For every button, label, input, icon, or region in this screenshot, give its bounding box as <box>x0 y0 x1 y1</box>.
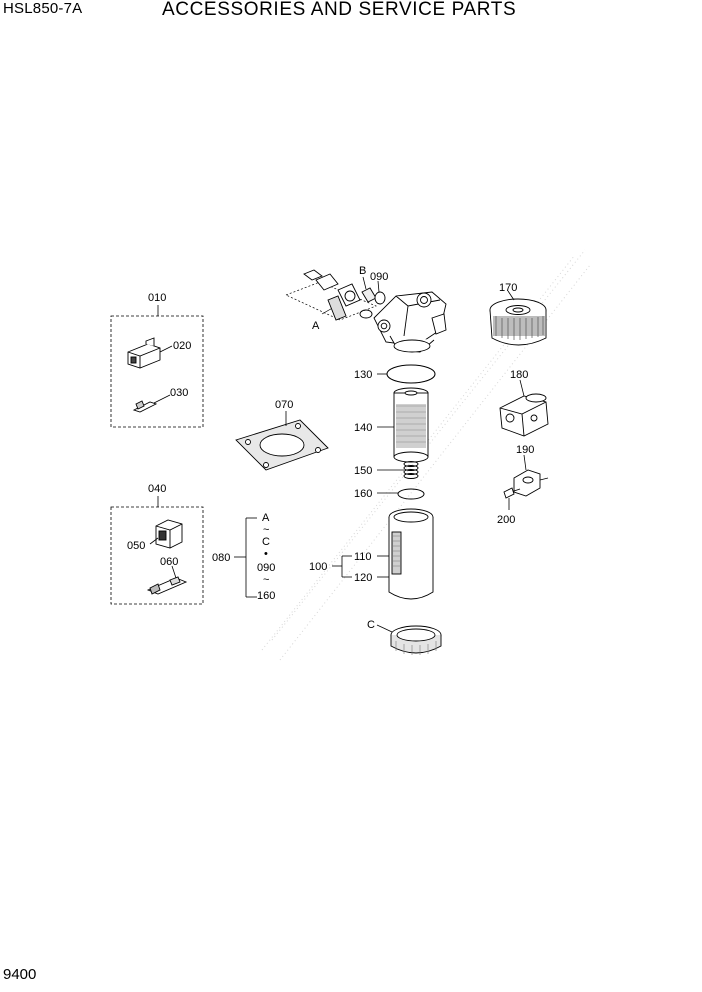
filter-head <box>373 291 447 353</box>
callout-180: 180 <box>510 369 528 381</box>
callout-090: 090 <box>370 271 388 283</box>
model-code: HSL850-7A <box>3 0 83 17</box>
callout-080: 080 <box>212 552 230 564</box>
kit-range-160: 160 <box>257 590 275 602</box>
callout-ref-c: C <box>367 619 375 631</box>
kit-range-090: 090 <box>257 562 275 574</box>
kit-range-tilde-1: ~ <box>263 524 269 536</box>
callout-150: 150 <box>354 465 372 477</box>
gasket-070 <box>235 419 329 471</box>
water-sensor-assembly <box>285 269 386 321</box>
o-ring-130 <box>386 364 436 384</box>
adapter-180 <box>499 393 549 437</box>
callout-030: 030 <box>170 387 188 399</box>
callout-190: 190 <box>516 444 534 456</box>
callout-120: 120 <box>354 572 372 584</box>
callout-070: 070 <box>275 399 293 411</box>
page-title: ACCESSORIES AND SERVICE PARTS <box>162 0 517 20</box>
bracket-190 <box>513 469 549 497</box>
connector-kit-010 <box>110 305 204 428</box>
connector-housing-050 <box>155 519 183 549</box>
page-number: 9400 <box>3 966 37 983</box>
filter-bowl-100 <box>388 508 434 600</box>
callout-170: 170 <box>499 282 517 294</box>
ring-nut-c <box>390 625 442 655</box>
spin-on-filter-170 <box>489 298 547 346</box>
callout-ref-a: A <box>312 320 320 332</box>
filter-element-140 <box>393 387 429 463</box>
callout-050: 050 <box>127 540 145 552</box>
callout-110: 110 <box>354 551 372 563</box>
kit-range-c: C <box>262 536 270 548</box>
kit-range-dot: • <box>264 548 268 560</box>
callout-020: 020 <box>173 340 191 352</box>
bolt-200 <box>503 487 521 499</box>
kit-range-a: A <box>262 512 270 524</box>
kit-080-bracket <box>234 517 257 598</box>
callout-100: 100 <box>309 561 327 573</box>
callout-130: 130 <box>354 369 372 381</box>
o-ring-160 <box>397 488 425 500</box>
callout-140: 140 <box>354 422 372 434</box>
connector-housing-020 <box>127 337 161 369</box>
leader-100 <box>332 555 389 578</box>
callout-ref-b: B <box>359 265 366 277</box>
terminal-030 <box>132 400 158 413</box>
callout-160: 160 <box>354 488 372 500</box>
connector-kit-040 <box>110 496 204 605</box>
callout-060: 060 <box>160 556 178 568</box>
terminal-060 <box>146 576 188 595</box>
kit-range-tilde-2: ~ <box>263 574 269 586</box>
spring-150 <box>403 461 419 479</box>
callout-040: 040 <box>148 483 166 495</box>
callout-010: 010 <box>148 292 166 304</box>
callout-200: 200 <box>497 514 515 526</box>
